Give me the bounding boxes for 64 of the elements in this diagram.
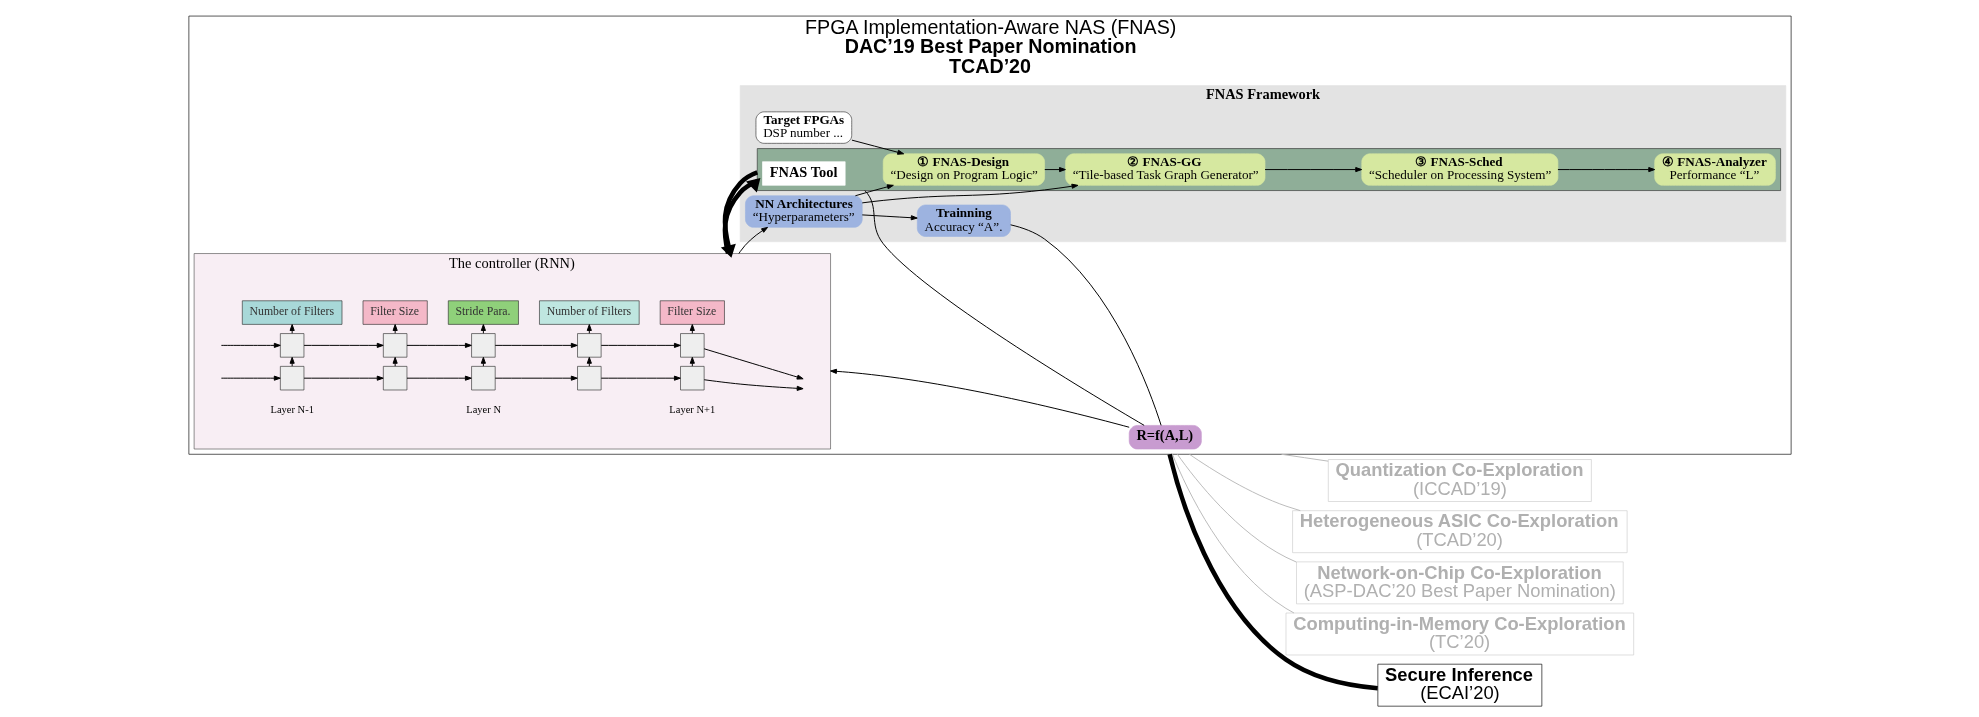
node-box: Target FPGAs DSP number ... [755, 111, 852, 144]
arrow [303, 375, 384, 381]
label: Layer N [465, 404, 501, 416]
node-box: Stride Para. [447, 300, 519, 325]
node-box: ② FNAS-GG “Tile-based Task Graph Generator” [1064, 153, 1265, 186]
connector [1009, 224, 1162, 426]
arrow [406, 342, 472, 348]
node-box: Network-on-Chip Co-Exploration (ASP-DAC’20 Best Paper Nomination) [1295, 561, 1623, 605]
arrow [861, 214, 918, 221]
node-box [382, 333, 407, 358]
arrow [722, 178, 760, 255]
node-box [576, 333, 601, 358]
arrow [861, 183, 1078, 204]
node-box: Computing-in-Memory Co-Exploration (TC’20) [1285, 612, 1634, 656]
connector [1280, 453, 1329, 462]
node-box [679, 333, 704, 358]
node-box: Quantization Co-Exploration (ICCAD’19) [1327, 459, 1592, 502]
node-box: R=f(A,L) [1128, 425, 1202, 450]
arrow [303, 342, 384, 348]
node-box: Filter Size [362, 300, 428, 325]
connector [1176, 453, 1297, 563]
arrow [854, 184, 894, 197]
arrow [829, 368, 1130, 428]
node-box [679, 366, 704, 391]
arrow [392, 324, 398, 334]
arrow [1556, 167, 1655, 173]
node-box: FNAS Tool [761, 161, 845, 186]
connector [863, 190, 1145, 426]
label: Layer N+1 [668, 404, 715, 416]
node-box: Trainning Accuracy “A”. [916, 204, 1011, 237]
connector [1188, 453, 1301, 512]
arrow [1264, 167, 1362, 173]
arrow [720, 170, 758, 258]
arrow [1043, 167, 1066, 173]
arrow [406, 375, 472, 381]
node-box [279, 366, 304, 391]
node-box: NN Architectures “Hyperparameters” [744, 195, 863, 228]
node-box: Number of Filters [241, 300, 342, 325]
arrow [220, 342, 281, 348]
node-box [470, 366, 495, 391]
node-box: ③ FNAS-Sched “Scheduler on Processing System” [1360, 153, 1558, 186]
node-box: Secure Inference (ECAI’20) [1377, 663, 1542, 707]
arrow [494, 342, 578, 348]
connector [1171, 453, 1294, 614]
arrow [392, 356, 398, 367]
node-box: Heterogeneous ASIC Co-Exploration (TCAD’20) [1291, 510, 1627, 553]
arrow [703, 348, 804, 380]
arrow [494, 375, 578, 381]
arrow [703, 379, 804, 391]
node-box [279, 333, 304, 358]
arrow [600, 342, 681, 348]
node-box: ④ FNAS-Analyzer Performance “L” [1653, 153, 1776, 186]
connector [1166, 453, 1378, 691]
arrow [220, 375, 281, 381]
arrow [850, 139, 904, 155]
node-box [576, 366, 601, 391]
arrow [737, 226, 768, 255]
node-box: ① FNAS-Design “Design on Program Logic” [882, 153, 1045, 186]
node-box: Number of Filters [538, 300, 639, 325]
arrow [600, 375, 681, 381]
node-box: Filter Size [659, 300, 725, 325]
node-box [470, 333, 495, 358]
node-box [382, 366, 407, 391]
label: Layer N-1 [270, 404, 314, 416]
